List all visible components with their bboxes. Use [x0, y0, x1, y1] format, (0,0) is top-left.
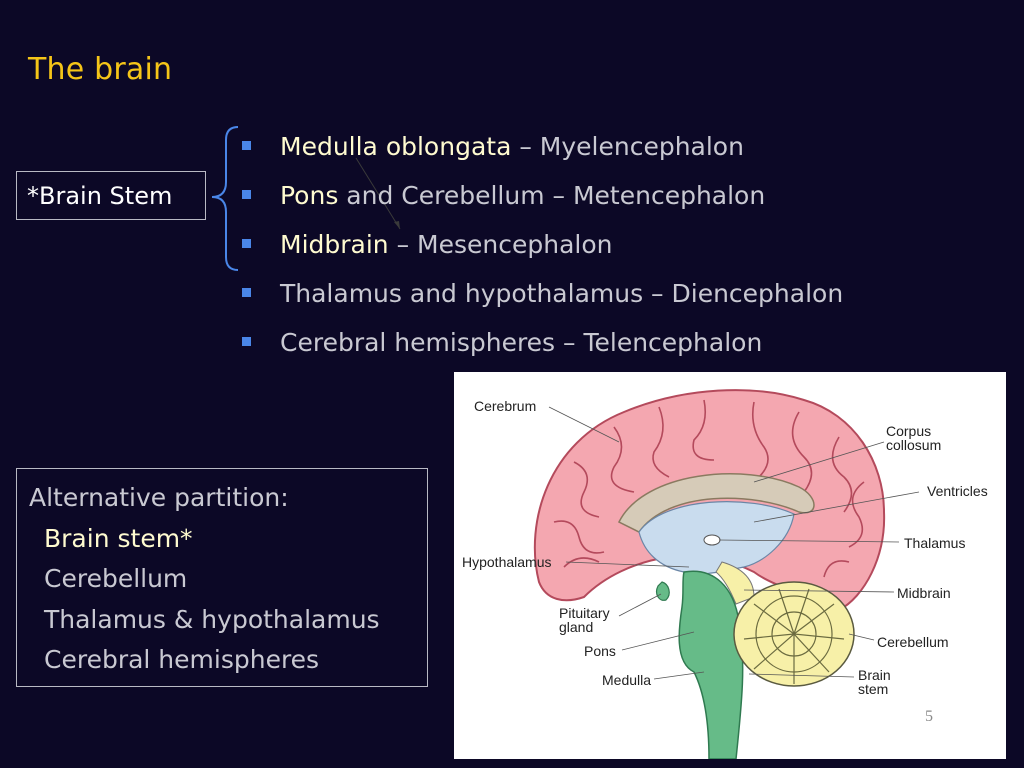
label-pituitary: Pituitary — [559, 605, 610, 621]
cerebellum-folia — [743, 588, 845, 684]
brain-stem-label: *Brain Stem — [27, 182, 173, 210]
square-bullet-icon — [242, 239, 251, 248]
label-collosum: collosum — [886, 437, 941, 453]
pituitary-shape — [655, 581, 670, 601]
thalamus-shape — [703, 534, 721, 546]
label-ventricles: Ventricles — [927, 483, 988, 499]
label-stem: stem — [858, 681, 888, 697]
corpus-callosum-shape — [617, 473, 815, 533]
gyri-lines — [553, 399, 865, 578]
bullet-midbrain: Midbrain – Mesencephalon — [242, 220, 843, 269]
slide-title: The brain — [28, 52, 173, 87]
bullet-pons: Pons and Cerebellum – Metencephalon — [242, 171, 843, 220]
label-pons: Pons — [584, 643, 616, 659]
page-number: 5 — [925, 708, 933, 725]
bullet-list: Medulla oblongata – Myelencephalon Pons … — [242, 122, 843, 367]
label-cerebellum: Cerebellum — [877, 634, 949, 650]
brain-diagram: Cerebrum Corpus collosum Ventricles Thal… — [454, 372, 1006, 759]
square-bullet-icon — [242, 190, 251, 199]
alternative-item: Brain stem* — [44, 523, 193, 553]
brain-diagram-svg: Cerebrum Corpus collosum Ventricles Thal… — [462, 389, 988, 759]
alternative-item: Thalamus & hypothalamus — [44, 604, 380, 634]
square-bullet-icon — [242, 288, 251, 297]
alternative-heading: Alternative partition: — [29, 483, 289, 512]
curly-brace — [211, 126, 239, 271]
square-bullet-icon — [242, 337, 251, 346]
bullet-cerebral: Cerebral hemispheres – Telencephalon — [242, 318, 843, 367]
midbrain-shape — [715, 561, 755, 605]
label-cerebrum: Cerebrum — [474, 398, 536, 414]
label-hypothalamus: Hypothalamus — [462, 554, 552, 570]
label-gland: gland — [559, 619, 593, 635]
bullet-thalamus: Thalamus and hypothalamus – Diencephalon — [242, 269, 843, 318]
label-brain: Brain — [858, 667, 891, 683]
label-midbrain: Midbrain — [897, 585, 951, 601]
alternative-partition-box: Alternative partition: Brain stem* Cereb… — [16, 468, 428, 687]
brainstem-shape — [678, 570, 744, 759]
leader-lines — [548, 406, 920, 680]
alternative-item: Cerebral hemispheres — [44, 645, 320, 674]
alternative-item: Cerebellum — [44, 564, 188, 593]
bullet-medulla: Medulla oblongata – Myelencephalon — [242, 122, 843, 171]
square-bullet-icon — [242, 141, 251, 150]
brain-stem-label-box: *Brain Stem — [16, 171, 206, 220]
label-thalamus: Thalamus — [904, 535, 965, 551]
label-medulla: Medulla — [602, 672, 651, 688]
label-corpus: Corpus — [886, 423, 931, 439]
